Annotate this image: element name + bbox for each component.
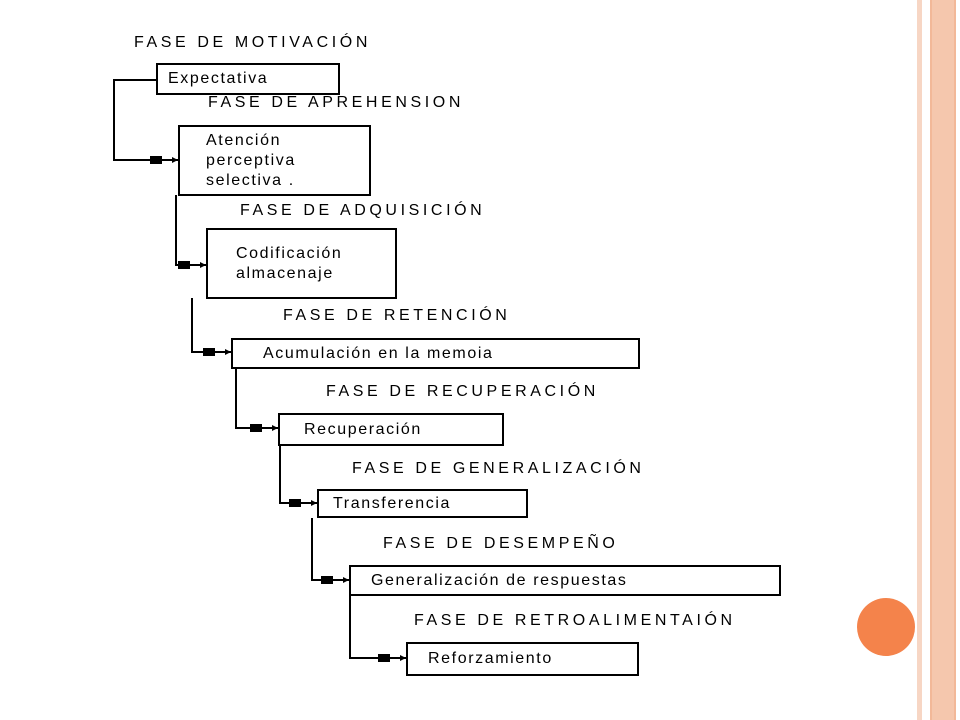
connector-7 xyxy=(349,596,406,661)
arrow-tail-3 xyxy=(203,348,215,356)
connector-1 xyxy=(113,79,178,163)
phase-title-recuperacion: FASE DE RECUPERACIÓN xyxy=(326,383,599,400)
arrow-tail-5 xyxy=(289,499,301,507)
phase-title-generalizacion: FASE DE GENERALIZACIÓN xyxy=(352,460,645,477)
connector-2 xyxy=(175,195,206,268)
frame-stripe-inner xyxy=(917,0,922,720)
phase-box-codificacion: Codificación almacenaje xyxy=(206,228,397,299)
arrow-tail-6 xyxy=(321,576,333,584)
connector-3 xyxy=(191,298,231,355)
phase-title-retroalimentacion: FASE DE RETROALIMENTAIÓN xyxy=(414,612,736,629)
connector-5 xyxy=(279,446,317,506)
arrow-tail-2 xyxy=(178,261,190,269)
arrow-tail-7 xyxy=(378,654,390,662)
phase-box-atencion: Atención perceptiva selectiva . xyxy=(178,125,371,196)
phase-box-expectativa: Expectativa xyxy=(156,63,340,95)
connector-6 xyxy=(311,518,349,583)
phase-box-transferencia: Transferencia xyxy=(317,489,528,518)
frame-stripe-outer xyxy=(930,0,956,720)
phase-title-retencion: FASE DE RETENCIÓN xyxy=(283,307,511,324)
connector-4 xyxy=(235,368,278,431)
arrow-tail-4 xyxy=(250,424,262,432)
accent-circle xyxy=(857,598,915,656)
phase-title-desempeno: FASE DE DESEMPEÑO xyxy=(383,535,619,552)
arrow-tail-1 xyxy=(150,156,162,164)
phase-box-acumulacion: Acumulación en la memoia xyxy=(231,338,640,369)
phase-title-aprehension: FASE DE APREHENSION xyxy=(208,94,465,111)
phase-title-adquisicion: FASE DE ADQUISICIÓN xyxy=(240,202,486,219)
phase-box-generalizacion: Generalización de respuestas xyxy=(349,565,781,596)
phase-box-recuperacion: Recuperación xyxy=(278,413,504,446)
phase-box-reforzamiento: Reforzamiento xyxy=(406,642,639,676)
phase-title-motivacion: FASE DE MOTIVACIÓN xyxy=(134,34,371,51)
